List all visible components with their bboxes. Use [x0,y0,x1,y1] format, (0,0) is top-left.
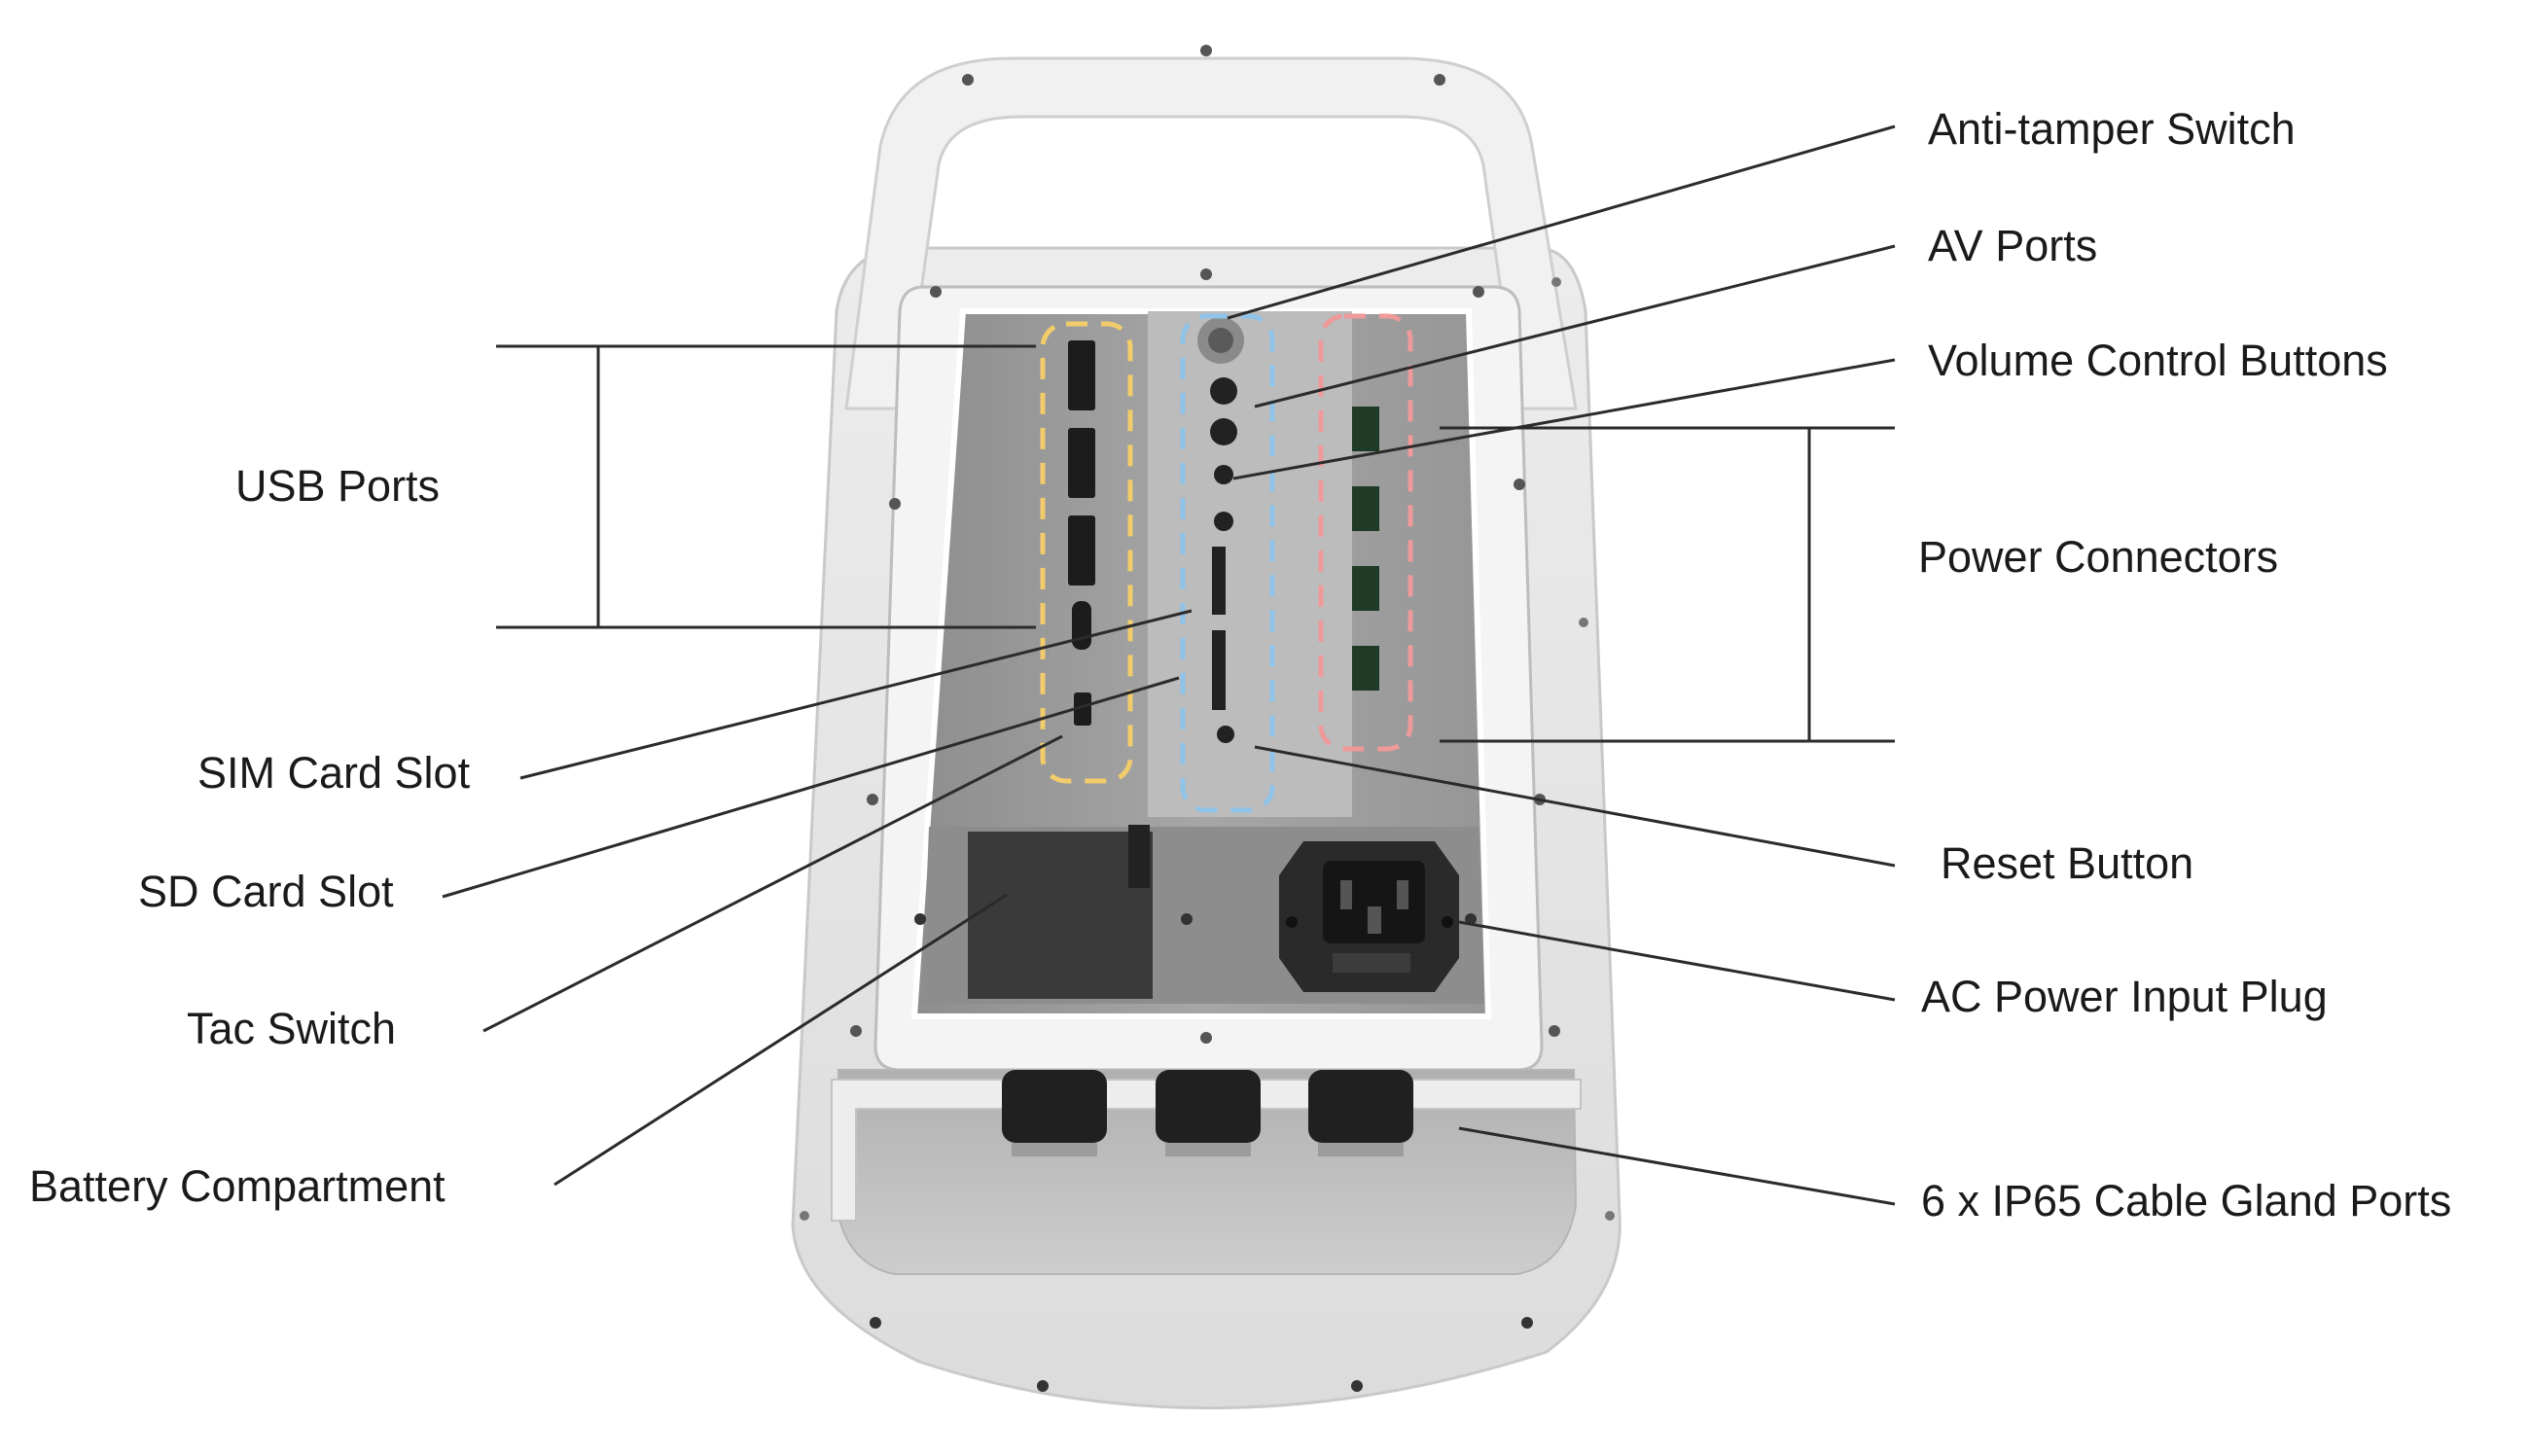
cavity-screw [1181,913,1193,925]
power-connectors-label: Power Connectors [1918,532,2278,582]
flange-screw [889,498,901,510]
battery-block [968,832,1153,999]
flange-screw [1514,479,1525,490]
cable-gland-ports-leader [1458,1126,1896,1206]
cavity-screw [914,913,926,925]
base-screw [870,1317,881,1329]
anti-tamper-switch-label: Anti-tamper Switch [1928,104,2296,154]
labels-right: Anti-tamper Switch AV Ports Volume Contr… [1918,104,2451,1225]
flange-screw [850,1025,862,1037]
flange-screw [1200,268,1212,280]
shell-screw [800,1211,809,1221]
battery-tab [1128,825,1150,888]
battery-compartment-leader [553,893,1008,1187]
reset-button-leader [1254,745,1896,868]
sim-card-slot-leader [519,609,1193,780]
handle-screw [1200,45,1212,56]
av-ports-label: AV Ports [1928,221,2097,270]
reset-button-label: Reset Button [1941,838,2193,888]
volume-control-buttons-label: Volume Control Buttons [1928,336,2388,385]
volume-control-buttons-leader [1232,358,1896,480]
sd-card-slot-label: SD Card Slot [138,867,394,916]
sd-card-slot-leader [442,676,1180,899]
handle-arch [844,56,1578,410]
leader-lines [442,124,1896,1206]
av-ports-leader [1254,244,1896,408]
usb-port-stack [1068,340,1095,726]
shell-screw [1605,1211,1615,1221]
flange-screw [1200,1032,1212,1044]
handle-screw [962,74,974,86]
ac-power-input-plug-leader [1458,920,1896,1002]
flange-screw [1473,286,1484,298]
anti-tamper-switch-leader [1227,124,1896,320]
device-body [791,45,1621,1410]
base-screw [1037,1380,1049,1392]
sim-card-slot-label: SIM Card Slot [197,748,471,798]
cable-gland-ports-label: 6 x IP65 Cable Gland Ports [1921,1176,2451,1225]
flange-screw [930,286,942,298]
tac-switch-leader [482,734,1063,1033]
av-group-outline [1180,313,1275,813]
usb-ports-label: USB Ports [235,461,440,511]
base-screw [1521,1317,1533,1329]
base-screw [1351,1380,1363,1392]
tac-switch-label: Tac Switch [187,1004,396,1053]
flange-screw [867,794,878,805]
handle-screw [1434,74,1445,86]
labels-left: USB Ports SIM Card Slot SD Card Slot Tac… [29,461,471,1211]
shell-screw [1551,277,1561,287]
ac-inlet [1279,841,1459,992]
cavity-screw [1465,913,1477,925]
power-group-outline [1318,313,1413,752]
flange-screw [1549,1025,1560,1037]
battery-compartment-label: Battery Compartment [29,1161,445,1211]
shell-screw [1579,618,1588,627]
cable-glands [1002,1070,1413,1156]
usb-group-outline [1040,321,1133,784]
av-column [1197,317,1244,743]
ac-power-input-plug-label: AC Power Input Plug [1921,972,2328,1021]
power-connector-stack [1352,407,1379,691]
